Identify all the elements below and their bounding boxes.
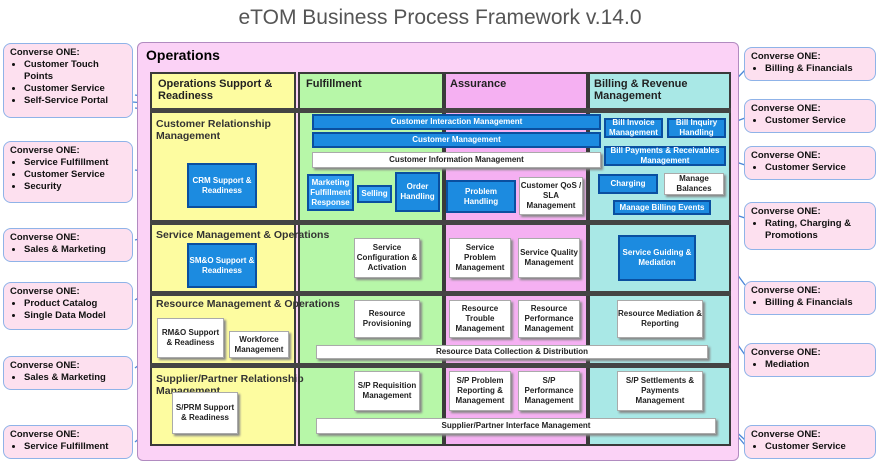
callout-heading: Converse ONE: [751,206,821,217]
callout-left-3: Converse ONE: Sales & Marketing [3,228,133,262]
callout-heading: Converse ONE: [751,347,821,358]
box-sp-requisition-management[interactable]: S/P Requisition Management [354,371,420,411]
box-manage-balances[interactable]: Manage Balances [664,173,724,195]
callout-heading: Converse ONE: [10,145,80,156]
row-separator [150,291,731,296]
callout-left-2: Converse ONE: Service FulfillmentCustome… [3,141,133,203]
callout-heading: Converse ONE: [751,150,821,161]
callout-item: Mediation [765,359,869,371]
box-sp-problem-reporting-management[interactable]: S/P Problem Reporting & Management [449,371,511,411]
callout-item: Security [24,181,126,193]
callout-heading: Converse ONE: [751,51,821,62]
callout-left-5: Converse ONE: Sales & Marketing [3,356,133,390]
box-charging[interactable]: Charging [598,174,658,194]
box-sp-settlements-payments[interactable]: S/P Settlements & Payments Management [617,371,703,411]
box-selling[interactable]: Selling [357,185,392,203]
box-resource-data-collection-distribution[interactable]: Resource Data Collection & Distribution [316,345,708,359]
callout-item: Product Catalog [24,298,126,310]
callout-item: Sales & Marketing [24,372,126,384]
callout-item: Sales & Marketing [24,244,126,256]
callout-right-5: Converse ONE: Billing & Financials [744,281,876,315]
box-bill-inquiry-handling[interactable]: Bill Inquiry Handling [667,118,726,138]
box-service-configuration-activation[interactable]: Service Configuration & Activation [354,238,420,278]
box-supplier-partner-interface-management[interactable]: Supplier/Partner Interface Management [316,418,716,434]
callout-heading: Converse ONE: [10,360,80,371]
box-crm-support-readiness[interactable]: CRM Support & Readiness [187,163,257,208]
callout-item: Self-Service Portal [24,95,126,107]
box-marketing-fulfillment-response[interactable]: Marketing Fulfillment Response [307,174,354,211]
box-service-quality-management[interactable]: Service Quality Management [518,238,580,278]
callout-heading: Converse ONE: [10,47,80,58]
box-problem-handling[interactable]: Problem Handling [446,180,516,213]
box-customer-qos-sla-management[interactable]: Customer QoS / SLA Management [519,177,583,215]
callout-right-7: Converse ONE: Customer Service [744,425,876,459]
column-assurance-title: Assurance [450,78,507,90]
callout-left-4: Converse ONE: Product CatalogSingle Data… [3,282,133,330]
box-resource-trouble-management[interactable]: Resource Trouble Management [449,300,511,338]
row-separator [150,108,731,113]
box-resource-mediation-reporting[interactable]: Resource Mediation & Reporting [617,300,703,338]
callout-item: Customer Service [765,162,869,174]
section-crm-title: Customer Relationship Management [156,118,271,142]
column-fulfillment-title: Fulfillment [306,78,362,90]
box-workforce-management[interactable]: Workforce Management [229,331,289,358]
callout-right-3: Converse ONE: Customer Service [744,146,876,180]
box-order-handling[interactable]: Order Handling [395,172,440,212]
box-customer-information-management[interactable]: Customer Information Management [312,152,601,168]
box-resource-performance-management[interactable]: Resource Performance Management [518,300,580,338]
diagram-title: eTOM Business Process Framework v.14.0 [238,6,642,29]
box-sprm-support-readiness[interactable]: S/PRM Support & Readiness [172,392,238,434]
callout-item: Service Fulfillment [24,441,126,453]
box-rmo-support-readiness[interactable]: RM&O Support & Readiness [157,318,224,358]
callout-left-1: Converse ONE: Customer Touch PointsCusto… [3,43,133,118]
box-customer-interaction-management[interactable]: Customer Interaction Management [312,114,601,130]
row-separator [150,363,731,368]
box-smo-support-readiness[interactable]: SM&O Support & Readiness [187,243,257,288]
box-bill-invoice-management[interactable]: Bill Invoice Management [604,118,663,138]
callout-right-4: Converse ONE: Rating, Charging & Promoti… [744,202,876,250]
callout-heading: Converse ONE: [10,232,80,243]
column-billing-title: Billing & Revenue Management [594,78,688,102]
box-bill-payments-receivables[interactable]: Bill Payments & Receivables Management [604,146,726,166]
callout-left-6: Converse ONE: Service Fulfillment [3,425,133,459]
callout-heading: Converse ONE: [751,429,821,440]
callout-item: Customer Touch Points [24,59,126,83]
callout-item: Billing & Financials [765,297,869,309]
callout-right-2: Converse ONE: Customer Service [744,99,876,133]
callout-item: Service Fulfillment [24,157,126,169]
box-customer-management[interactable]: Customer Management [312,132,601,148]
callout-right-6: Converse ONE: Mediation [744,343,876,377]
callout-item: Customer Service [765,441,869,453]
callout-item: Customer Service [765,115,869,127]
operations-label: Operations [146,47,220,63]
callout-item: Customer Service [24,169,126,181]
box-service-problem-management[interactable]: Service Problem Management [449,238,511,278]
callout-heading: Converse ONE: [10,286,80,297]
callout-heading: Converse ONE: [751,285,821,296]
box-sp-performance-management[interactable]: S/P Performance Management [518,371,580,411]
box-manage-billing-events[interactable]: Manage Billing Events [613,200,711,215]
callout-heading: Converse ONE: [10,429,80,440]
callout-item: Rating, Charging & Promotions [765,218,869,242]
callout-item: Customer Service [24,83,126,95]
callout-heading: Converse ONE: [751,103,821,114]
section-smo-title: Service Management & Operations [156,229,330,241]
callout-item: Billing & Financials [765,63,869,75]
column-osr-title: Operations Support & Readiness [158,78,273,102]
row-separator [150,220,731,225]
box-service-guiding-mediation[interactable]: Service Guiding & Mediation [618,235,696,281]
section-rmo-title: Resource Management & Operations [156,298,340,310]
callout-right-1: Converse ONE: Billing & Financials [744,47,876,81]
callout-item: Single Data Model [24,310,126,322]
box-resource-provisioning[interactable]: Resource Provisioning [354,300,420,338]
